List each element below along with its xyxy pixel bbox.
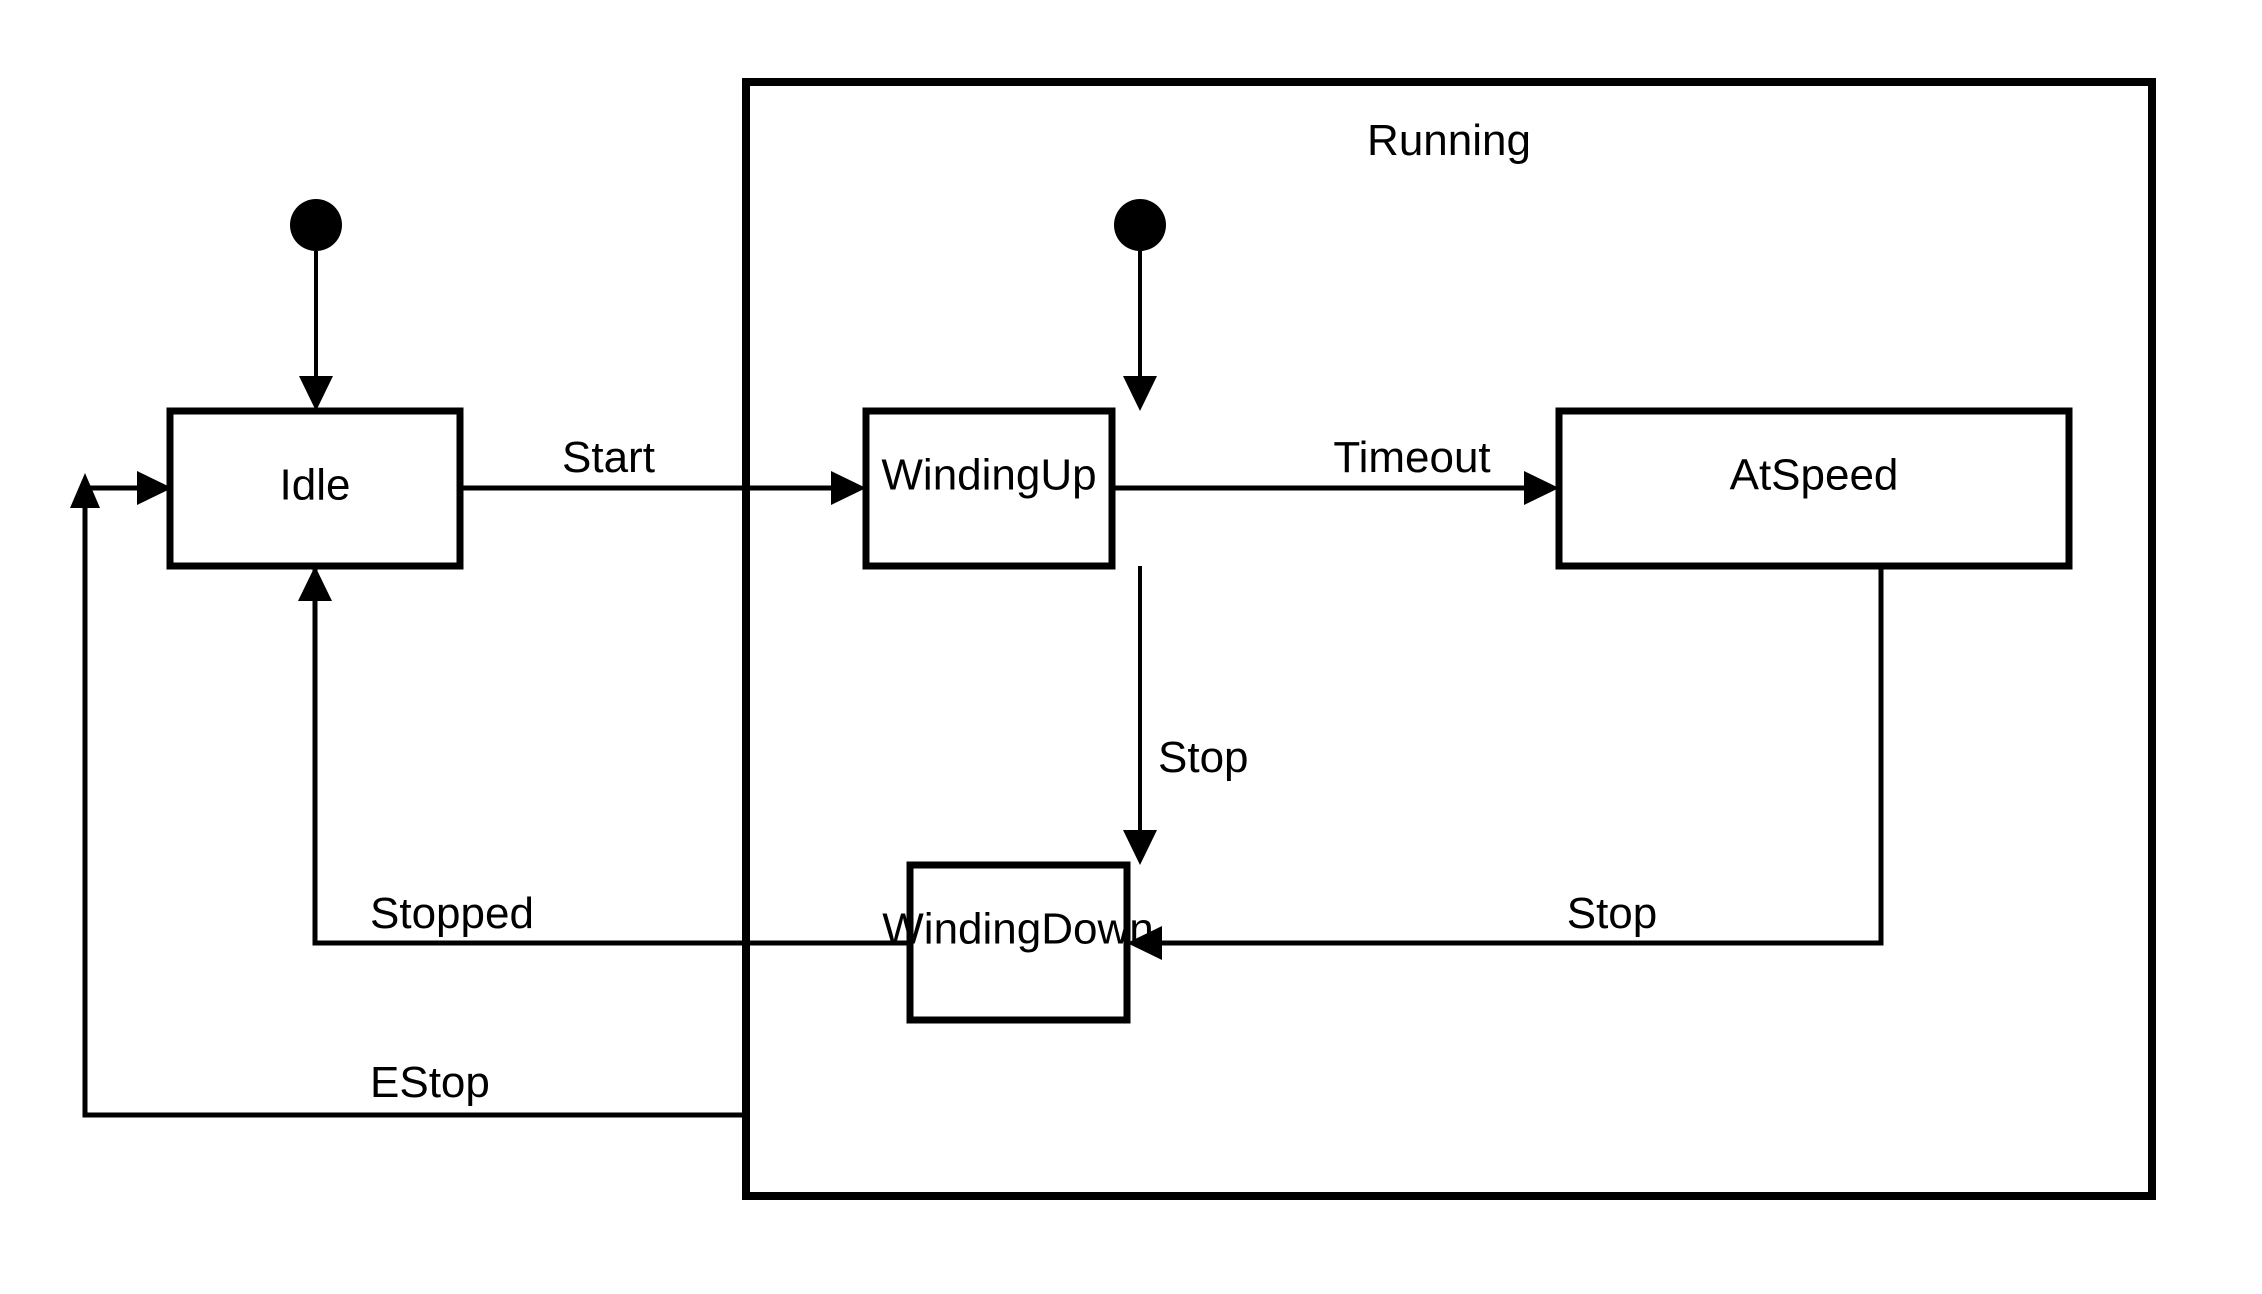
transition-timeout-label: Timeout xyxy=(1333,433,1490,482)
state-idle[interactable]: Idle xyxy=(166,407,464,570)
transition-estop[interactable]: EStop xyxy=(70,473,746,1118)
transition-start-arrowhead xyxy=(831,471,866,505)
state-atspeed-label: AtSpeed xyxy=(1730,451,1899,500)
transition-estop-path xyxy=(82,488,746,1118)
initial-state-dot-windingup xyxy=(1114,199,1166,251)
state-atspeed[interactable]: AtSpeed xyxy=(1555,407,2073,570)
transition-stopped-arrowhead xyxy=(298,566,332,601)
state-idle-label: Idle xyxy=(280,461,351,510)
initial-state-dot-idle xyxy=(290,199,342,251)
state-windingup-box xyxy=(862,407,1116,570)
estop-into-idle xyxy=(85,471,172,505)
transition-start-label: Start xyxy=(562,433,655,482)
transition-stopped-label: Stopped xyxy=(370,889,534,938)
transition-timeout-arrowhead xyxy=(1524,471,1559,505)
initial-transition-windingup-arrowhead xyxy=(1123,376,1157,411)
state-idle-box xyxy=(166,407,464,570)
transition-timeout[interactable]: Timeout xyxy=(1112,433,1559,505)
transition-stop-windingup-label: Stop xyxy=(1158,733,1249,782)
initial-state-idle[interactable] xyxy=(290,199,342,411)
state-windingup[interactable]: WindingUp xyxy=(862,407,1116,570)
state-windingdown[interactable]: WindingDown xyxy=(882,861,1154,1024)
transition-stop-atspeed-path xyxy=(1148,566,1884,946)
initial-state-windingup[interactable] xyxy=(1114,199,1166,411)
transition-estop-label: EStop xyxy=(370,1058,490,1107)
state-windingup-label: WindingUp xyxy=(881,451,1096,500)
transition-stopped-path xyxy=(312,566,910,946)
transition-stop-atspeed-arrowhead xyxy=(1127,926,1162,960)
state-atspeed-box xyxy=(1555,407,2073,570)
composite-state-border xyxy=(742,78,2156,1200)
composite-state-label: Running xyxy=(1367,116,1531,165)
initial-transition-idle-arrowhead xyxy=(299,376,333,411)
transition-stopped[interactable]: Stopped xyxy=(298,566,910,946)
state-windingdown-box xyxy=(906,861,1131,1024)
transition-stop-atspeed[interactable]: Stop xyxy=(1127,566,1884,960)
transition-stop-windingup[interactable]: Stop xyxy=(1123,566,1249,865)
transition-stop-windingup-arrowhead xyxy=(1123,830,1157,865)
transition-start[interactable]: Start xyxy=(460,433,866,505)
estop-into-idle-arrowhead xyxy=(137,471,172,505)
transition-stop-atspeed-label: Stop xyxy=(1567,889,1658,938)
state-windingdown-label: WindingDown xyxy=(882,905,1153,954)
composite-state-running[interactable]: Running xyxy=(742,78,2156,1200)
